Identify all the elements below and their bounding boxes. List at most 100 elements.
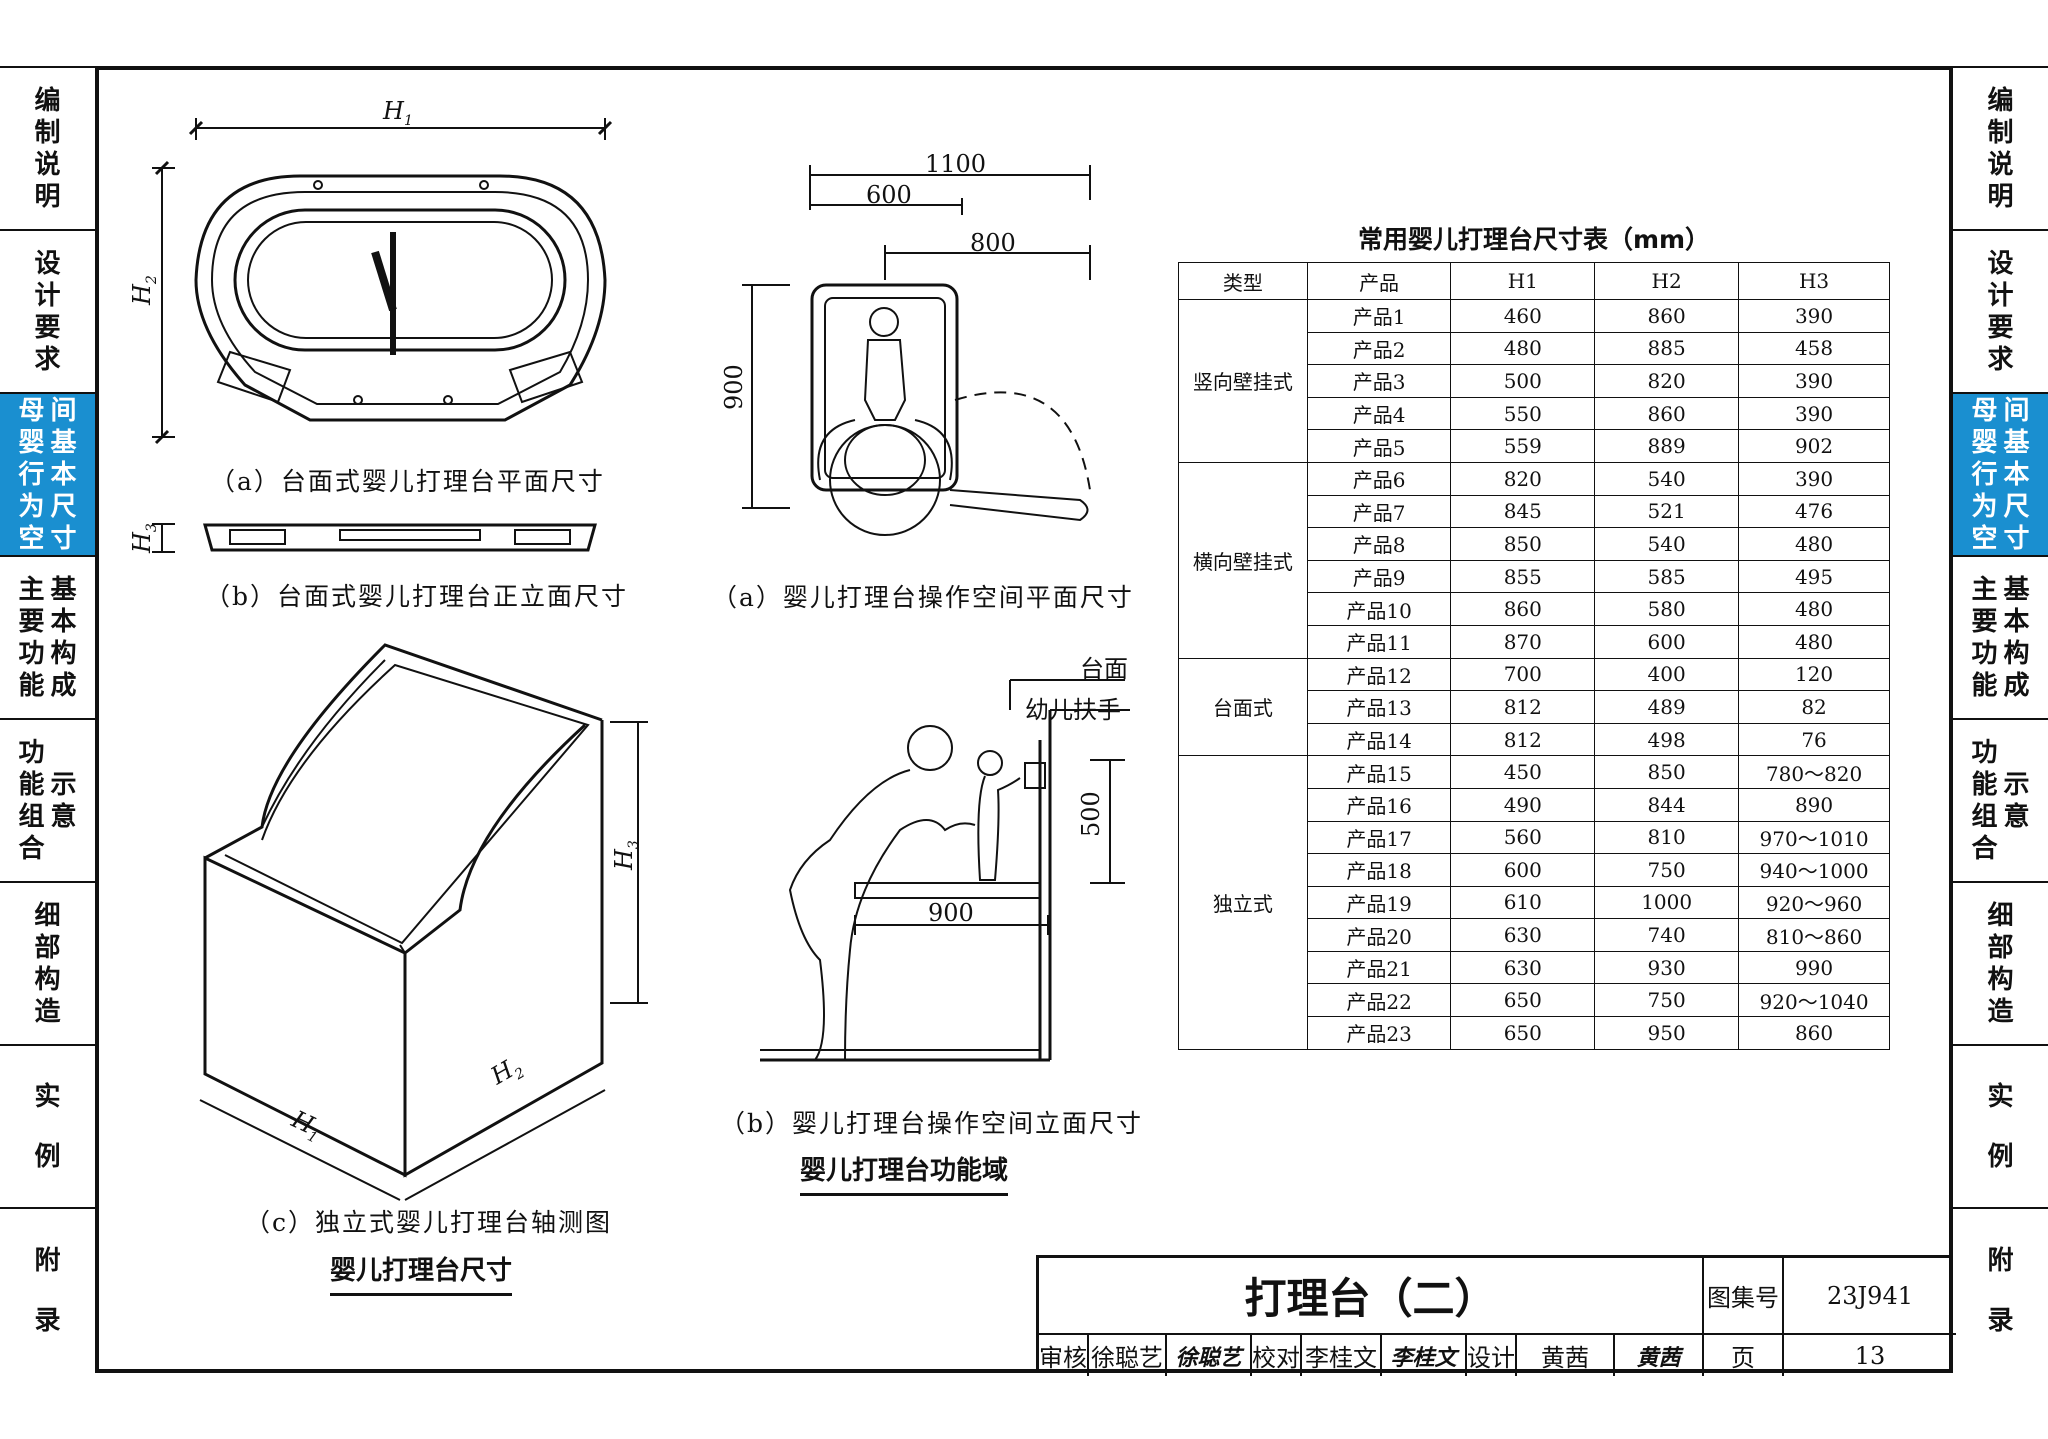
sidebar-tab-2[interactable]: 母婴行为空间基本尺寸 xyxy=(1953,392,2048,555)
sidebar-char: 要 xyxy=(34,312,61,343)
sidebar-tab-5[interactable]: 细部构造 xyxy=(1953,881,2048,1044)
sidebar-char: 录 xyxy=(1987,1306,2014,1336)
sidebar-tab-5[interactable]: 细部构造 xyxy=(0,881,95,1044)
caption-elevation: （b）台面式婴儿打理台正立面尺寸 xyxy=(205,582,629,611)
sidebar-char: 要 xyxy=(1971,606,1998,637)
value-cell: 650 xyxy=(1450,983,1596,1018)
sidebar-char: 组 xyxy=(1971,801,1998,832)
sidebar-tab-3[interactable]: 主要功能基本构成 xyxy=(0,555,95,718)
sidebar-char: 能 xyxy=(1971,670,1998,701)
product-cell: 产品22 xyxy=(1306,983,1452,1018)
value-cell: 860 xyxy=(1738,1016,1890,1050)
sidebar-tab-1[interactable]: 设计要求 xyxy=(1953,229,2048,392)
sidebar-char: 为 xyxy=(18,491,45,522)
value-cell: 902 xyxy=(1738,429,1890,463)
sidebar-char: 构 xyxy=(1987,964,2014,995)
sidebar-char: 能 xyxy=(1971,769,1998,800)
product-cell: 产品13 xyxy=(1306,690,1452,724)
label-handrail: 幼儿扶手 xyxy=(1025,696,1121,724)
value-cell: 500 xyxy=(1450,364,1596,398)
value-cell: 490 xyxy=(1450,787,1596,822)
value-cell: 870 xyxy=(1450,624,1596,659)
page-label: 页 xyxy=(1704,1335,1784,1376)
type-cell: 横向壁挂式 xyxy=(1178,461,1308,659)
value-cell: 850 xyxy=(1594,755,1740,789)
value-cell: 120 xyxy=(1738,657,1890,692)
sidebar-char: 意 xyxy=(2003,801,2030,832)
sidebar-tab-4[interactable]: 功能组合示意 xyxy=(0,718,95,881)
sidebar-tab-6[interactable]: 实例 xyxy=(0,1044,95,1207)
sidebar-char: 空 xyxy=(1971,523,1998,554)
value-cell: 855 xyxy=(1450,559,1596,594)
sidebar-tab-6[interactable]: 实例 xyxy=(1953,1044,2048,1207)
product-cell: 产品8 xyxy=(1306,527,1452,561)
sidebar-char: 明 xyxy=(1987,181,2014,212)
sidebar-char: 功 xyxy=(1971,737,1998,768)
sidebar-tab-0[interactable]: 编制说明 xyxy=(0,66,95,229)
sidebar-tab-7[interactable]: 附录 xyxy=(0,1207,95,1373)
design-label: 设计 xyxy=(1467,1335,1517,1376)
value-cell: 82 xyxy=(1738,690,1890,724)
value-cell: 920～960 xyxy=(1738,885,1890,920)
value-cell: 489 xyxy=(1594,690,1740,724)
value-cell: 920～1040 xyxy=(1738,983,1890,1018)
sidebar-tab-1[interactable]: 设计要求 xyxy=(0,229,95,392)
value-cell: 885 xyxy=(1594,331,1740,366)
caption-space-plan: （a）婴儿打理台操作空间平面尺寸 xyxy=(712,583,1134,612)
atlas-number: 23J941 xyxy=(1784,1258,1956,1335)
sidebar-tab-7[interactable]: 附录 xyxy=(1953,1207,2048,1373)
sidebar-char: 基 xyxy=(2003,574,2030,605)
value-cell: 480 xyxy=(1738,527,1890,561)
sidebar-char: 编 xyxy=(1987,85,2014,116)
value-cell: 450 xyxy=(1450,755,1596,789)
sidebar-char: 组 xyxy=(18,801,45,832)
sidebar-tab-4[interactable]: 功能组合示意 xyxy=(1953,718,2048,881)
sidebar-char: 实 xyxy=(34,1081,61,1112)
product-cell: 产品6 xyxy=(1306,461,1452,496)
left-sidebar: 编制说明设计要求母婴行为空间基本尺寸主要功能基本构成功能组合示意细部构造实例附录 xyxy=(0,66,95,1373)
product-cell: 产品12 xyxy=(1306,657,1452,692)
value-cell: 820 xyxy=(1594,364,1740,398)
sidebar-char: 能 xyxy=(18,670,45,701)
value-cell: 780～820 xyxy=(1738,755,1890,789)
value-cell: 390 xyxy=(1738,396,1890,431)
sidebar-char: 本 xyxy=(2003,606,2030,637)
sidebar-char: 功 xyxy=(1971,638,1998,669)
sidebar-char: 本 xyxy=(50,459,77,490)
sidebar-char: 制 xyxy=(34,117,61,148)
value-cell: 890 xyxy=(1738,787,1890,822)
sidebar-tab-0[interactable]: 编制说明 xyxy=(1953,66,2048,229)
product-cell: 产品14 xyxy=(1306,722,1452,757)
sidebar-tab-3[interactable]: 主要功能基本构成 xyxy=(1953,555,2048,718)
value-cell: 810～860 xyxy=(1738,918,1890,952)
sidebar-char: 婴 xyxy=(1971,427,1998,458)
product-cell: 产品10 xyxy=(1306,592,1452,626)
drawing-frame xyxy=(95,66,1953,1373)
value-cell: 480 xyxy=(1738,624,1890,659)
sidebar-char: 明 xyxy=(34,181,61,212)
review-label: 审核 xyxy=(1039,1335,1089,1376)
sidebar-char: 实 xyxy=(1987,1081,2014,1112)
product-cell: 产品23 xyxy=(1306,1016,1452,1050)
sidebar-tab-2[interactable]: 母婴行为空间基本尺寸 xyxy=(0,392,95,555)
sidebar-char: 构 xyxy=(50,638,77,669)
product-cell: 产品16 xyxy=(1306,787,1452,822)
sidebar-char: 空 xyxy=(18,523,45,554)
sidebar-char: 母 xyxy=(18,395,45,426)
value-cell: 860 xyxy=(1594,299,1740,333)
sidebar-char: 附 xyxy=(34,1246,61,1276)
value-cell: 480 xyxy=(1738,592,1890,626)
sidebar-char: 细 xyxy=(34,900,61,931)
dim-h3-elev: H3 xyxy=(128,523,160,554)
value-cell: 600 xyxy=(1450,853,1596,887)
dim-600: 600 xyxy=(866,181,912,209)
sidebar-char: 间 xyxy=(50,395,77,426)
